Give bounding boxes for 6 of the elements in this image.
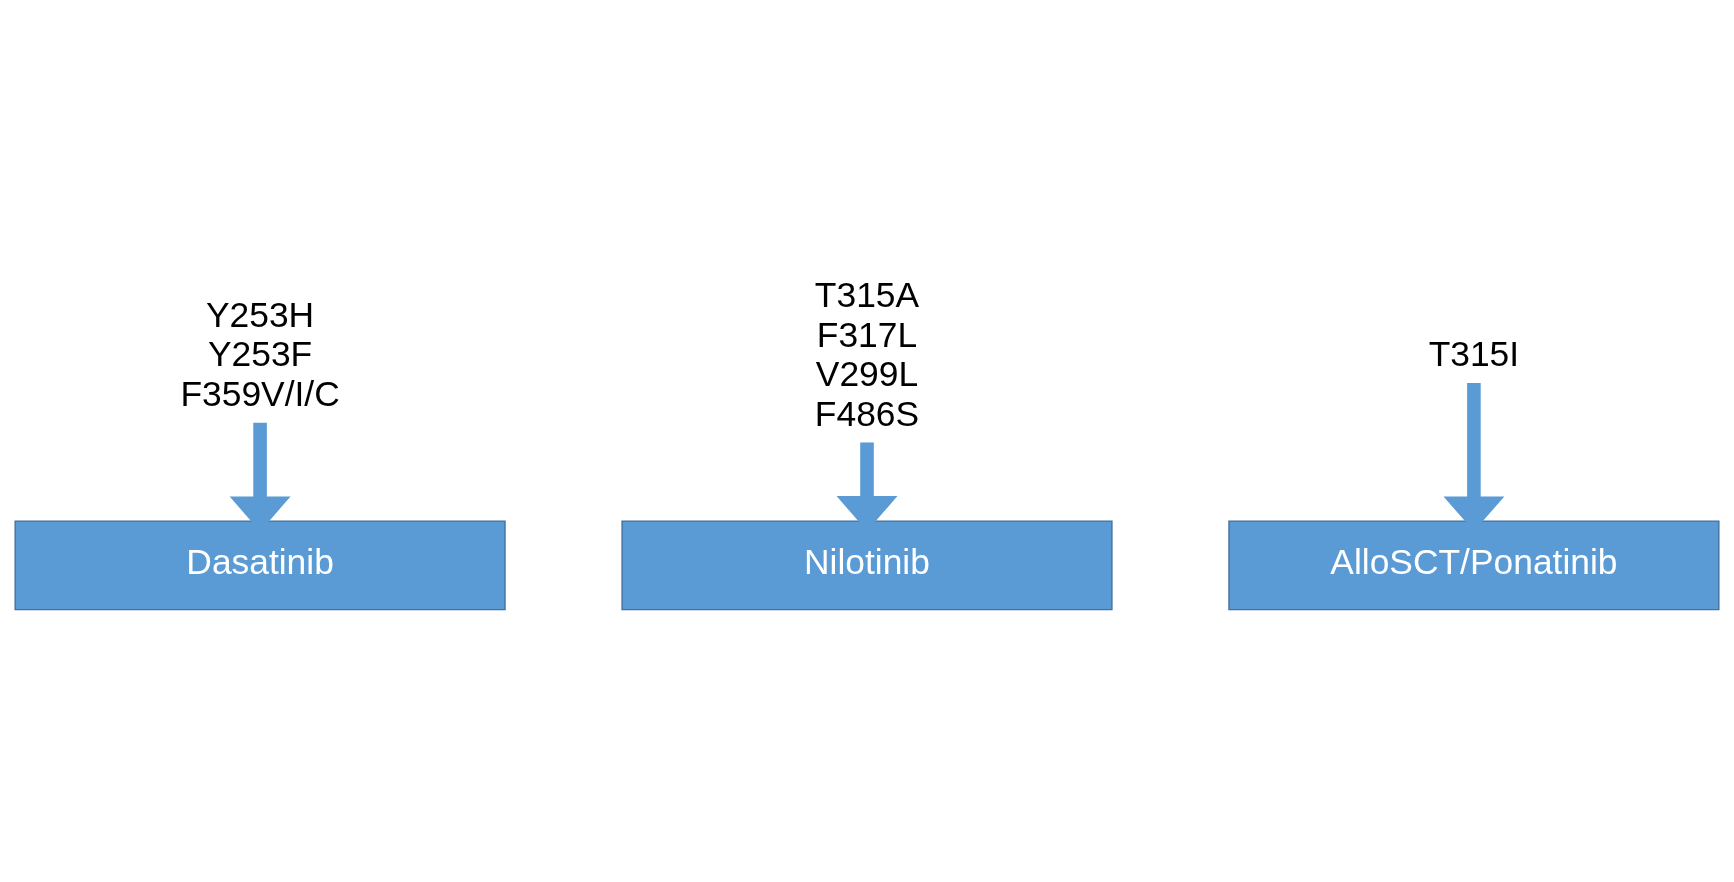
node-box: Dasatinib xyxy=(14,519,506,610)
node-text: Y253H Y253F F359V/I/C xyxy=(180,294,340,413)
node-text: T315A F317L V299L F486S xyxy=(814,274,920,433)
node-text: T315I xyxy=(1428,333,1520,373)
node-box: Nilotinib xyxy=(621,519,1113,610)
node-box: AlloSCT/Ponatinib xyxy=(1228,519,1720,610)
